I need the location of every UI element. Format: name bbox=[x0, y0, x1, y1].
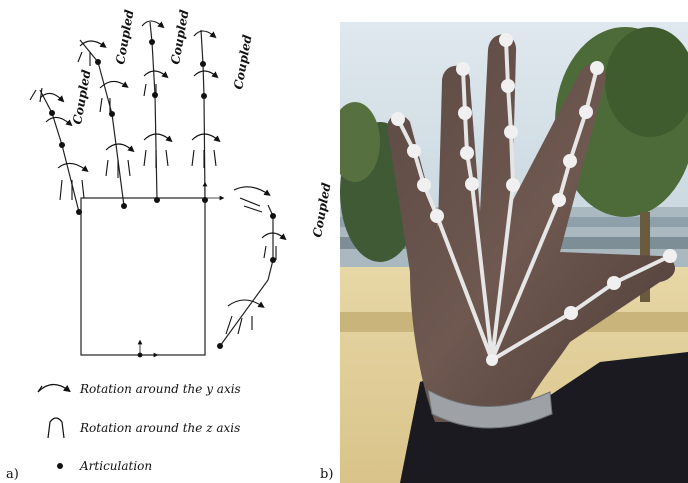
coupled-label: Coupled bbox=[70, 68, 93, 125]
joint bbox=[407, 144, 421, 158]
hand-kinematic-diagram: Coupled Coupled Coupled Coupled Coupled … bbox=[0, 0, 340, 483]
articulation-dot bbox=[217, 343, 223, 349]
legend-rotation-y: Rotation around the y axis bbox=[79, 382, 241, 396]
joint bbox=[607, 276, 621, 290]
articulation-dot bbox=[121, 203, 127, 209]
articulation-dot bbox=[76, 209, 82, 215]
coupled-label: Coupled bbox=[113, 8, 136, 65]
joint bbox=[552, 193, 566, 207]
articulation-legend-icon bbox=[57, 463, 63, 469]
joint bbox=[417, 178, 431, 192]
legend: Rotation around the y axis Rotation arou… bbox=[38, 382, 241, 473]
joint bbox=[499, 33, 513, 47]
legend-articulation: Articulation bbox=[79, 459, 152, 473]
joint bbox=[564, 306, 578, 320]
articulation-dot bbox=[49, 110, 55, 116]
coupled-label: Coupled bbox=[310, 181, 333, 238]
articulation-dot bbox=[270, 257, 276, 263]
palm-frame bbox=[81, 198, 205, 355]
joint bbox=[504, 125, 518, 139]
hand-photo bbox=[340, 22, 688, 483]
joint bbox=[501, 79, 515, 93]
joint bbox=[465, 177, 479, 191]
panel-label-b: b) bbox=[320, 467, 333, 482]
joint bbox=[579, 105, 593, 119]
articulation-dot bbox=[154, 197, 160, 203]
joint bbox=[430, 209, 444, 223]
joint bbox=[590, 61, 604, 75]
legend-rotation-z: Rotation around the z axis bbox=[79, 421, 240, 435]
joint bbox=[458, 106, 472, 120]
joint bbox=[563, 154, 577, 168]
articulation-dot bbox=[270, 213, 276, 219]
coupled-label: Coupled bbox=[231, 33, 254, 90]
joint bbox=[391, 112, 405, 126]
panel-label-a: a) bbox=[6, 467, 19, 482]
rotation-z-icon bbox=[48, 418, 64, 438]
joint bbox=[506, 178, 520, 192]
articulation-dot bbox=[152, 92, 158, 98]
joint bbox=[460, 146, 474, 160]
coupled-label: Coupled bbox=[168, 8, 191, 65]
articulation-dot bbox=[59, 142, 65, 148]
articulation-dot bbox=[201, 93, 207, 99]
rotation-y-icon bbox=[38, 384, 68, 392]
articulation-dot bbox=[200, 61, 206, 67]
frame-axes bbox=[138, 184, 222, 357]
joint-wrist bbox=[486, 354, 498, 366]
articulation-dot bbox=[149, 39, 155, 45]
joint bbox=[456, 62, 470, 76]
joint bbox=[663, 249, 677, 263]
articulation-dot bbox=[95, 59, 101, 65]
